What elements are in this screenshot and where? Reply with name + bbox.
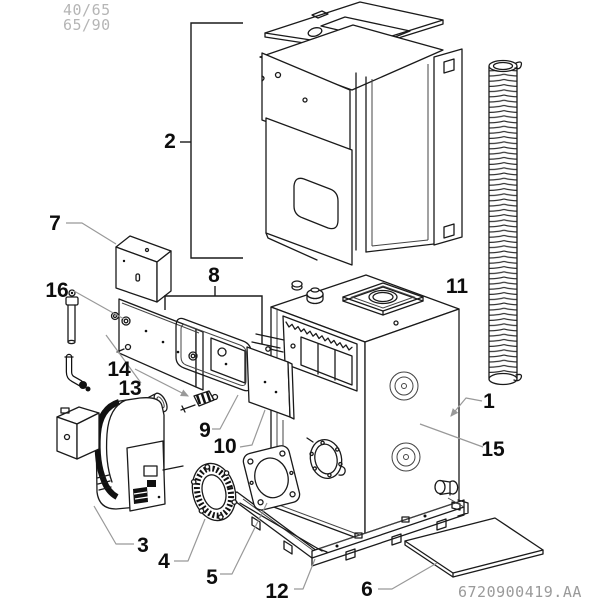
control-cover xyxy=(115,235,172,303)
oil-burner xyxy=(56,392,184,512)
floor-panel xyxy=(404,517,544,578)
door-assembly xyxy=(110,298,295,502)
casing-assembly xyxy=(259,1,463,266)
model-variant-1: 40/65 xyxy=(63,1,111,19)
flue-hose xyxy=(488,59,523,386)
igniter xyxy=(180,390,219,413)
sensor-tube xyxy=(65,289,79,345)
model-variant-2: 65/90 xyxy=(63,16,111,34)
model-variant-text: 40/65 65/90 xyxy=(63,3,111,33)
base-frame xyxy=(223,491,469,567)
burner-flange xyxy=(242,445,301,511)
drawing-number: 6720900419.AA xyxy=(458,583,582,600)
elbow-fitting xyxy=(64,353,91,392)
leader-lines xyxy=(66,222,484,590)
callout-brackets xyxy=(164,22,263,344)
burner-gasket xyxy=(190,462,238,522)
